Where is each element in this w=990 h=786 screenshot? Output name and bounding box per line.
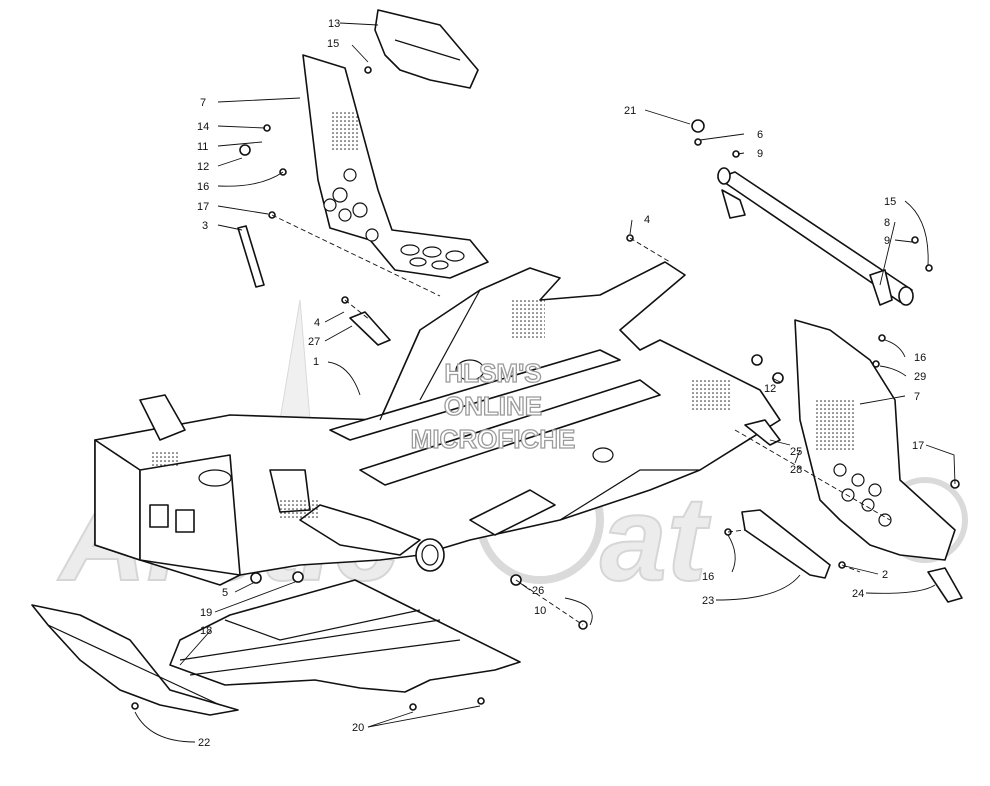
- callout-24: 24: [852, 588, 864, 600]
- bracket-25: [744, 419, 781, 446]
- callout-5: 5: [222, 587, 228, 599]
- callout-12-right: 12: [764, 383, 776, 395]
- callout-16-bottom: 16: [702, 571, 714, 583]
- callout-3: 3: [202, 220, 208, 232]
- steering-support-bulkhead: [302, 54, 489, 279]
- callout-4-right: 4: [644, 214, 650, 226]
- callout-29: 29: [914, 371, 926, 383]
- callout-12-left: 12: [197, 161, 209, 173]
- callout-17-right: 17: [912, 440, 924, 452]
- callout-4-left: 4: [314, 317, 320, 329]
- callout-2: 2: [882, 569, 888, 581]
- callout-13: 13: [328, 18, 340, 30]
- chassis-frame: [94, 261, 781, 586]
- callout-27: 27: [308, 336, 320, 348]
- callout-19: 19: [200, 607, 212, 619]
- callout-15-left: 15: [327, 38, 339, 50]
- steering-post-tube: [717, 167, 914, 306]
- hlsm-watermark: HLSM'S ONLINE MICROFICHE: [410, 357, 576, 454]
- callout-23: 23: [702, 595, 714, 607]
- callout-22: 22: [198, 737, 210, 749]
- callout-18: 18: [200, 625, 212, 637]
- callout-20: 20: [352, 722, 364, 734]
- callout-7-right: 7: [914, 391, 920, 403]
- hardware-fasteners: [131, 66, 960, 711]
- callout-9-right: 9: [884, 235, 890, 247]
- callout-21: 21: [624, 105, 636, 117]
- callout-16-mid: 16: [914, 352, 926, 364]
- bracket-27: [349, 311, 391, 346]
- callout-14: 14: [197, 121, 209, 133]
- callout-25: 25: [790, 446, 802, 458]
- callout-9-top: 9: [757, 148, 763, 160]
- watermark-line-2: ONLINE: [444, 391, 542, 421]
- callout-16-left: 16: [197, 181, 209, 193]
- bracket-23: [741, 509, 831, 579]
- callout-6: 6: [757, 129, 763, 141]
- callout-15-right: 15: [884, 196, 896, 208]
- console-bracket: [374, 9, 479, 89]
- right-side-bulkhead: [794, 319, 956, 561]
- callout-17-left: 17: [197, 201, 209, 213]
- watermark-line-1: HLSM'S: [444, 358, 541, 388]
- front-bumper: [31, 604, 239, 716]
- callout-11: 11: [197, 141, 208, 153]
- callout-7-left: 7: [200, 97, 206, 109]
- callout-28: 28: [790, 464, 802, 476]
- belly-pan: [169, 579, 521, 693]
- callout-10: 10: [534, 605, 546, 617]
- callout-labels: 13 15 7 14 11 12 16 17 3 21 6 9 15 8 9 4…: [197, 18, 926, 749]
- bracket-24: [927, 567, 963, 603]
- support-rod: [237, 225, 265, 288]
- watermark-line-3: MICROFICHE: [411, 424, 576, 454]
- callout-1: 1: [313, 356, 319, 368]
- leader-lines: [134, 22, 956, 743]
- callout-8: 8: [884, 217, 890, 229]
- callout-26: 26: [532, 585, 544, 597]
